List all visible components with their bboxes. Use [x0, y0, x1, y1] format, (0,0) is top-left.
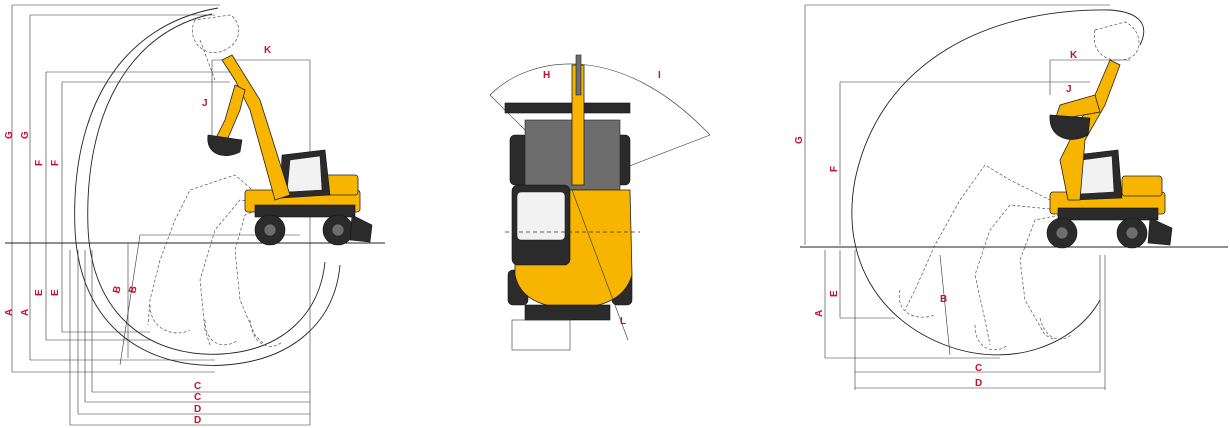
label-A-inner: A	[20, 309, 31, 316]
label-B-outer: B	[111, 285, 123, 295]
reach-arc-inner	[87, 13, 326, 355]
label-E-inner: E	[50, 289, 61, 296]
label-H: H	[543, 70, 550, 81]
label-G-right: G	[794, 136, 805, 144]
label-B-inner: B	[127, 285, 139, 295]
label-F-inner: F	[50, 160, 61, 166]
label-C-right: C	[975, 363, 982, 374]
reach-arc-outer	[74, 7, 341, 366]
right-side-view: G F A E B C D K J	[794, 4, 1228, 390]
label-C-upper: C	[194, 381, 201, 392]
label-A-right: A	[814, 310, 825, 317]
label-D-upper: D	[194, 404, 201, 415]
label-F-right: F	[829, 166, 840, 172]
label-B-right: B	[940, 294, 947, 305]
label-L: L	[620, 316, 626, 327]
label-K-right: K	[1070, 50, 1078, 61]
label-C-lower: C	[194, 392, 201, 403]
label-D-lower: D	[194, 415, 201, 426]
label-E-outer: E	[34, 289, 45, 296]
top-view: H I L	[489, 54, 711, 351]
excavator-left	[207, 54, 373, 246]
left-side-view: G G F F A A E E B B C C D D K J	[4, 4, 385, 426]
label-G-inner: G	[20, 131, 31, 139]
label-J-right: J	[1066, 84, 1072, 95]
label-F-outer: F	[34, 160, 45, 166]
label-J: J	[202, 98, 208, 109]
label-E-right: E	[829, 290, 840, 297]
label-K: K	[264, 45, 272, 56]
label-A-outer: A	[4, 309, 15, 316]
label-G-outer: G	[4, 131, 15, 139]
excavator-right	[1046, 59, 1173, 249]
reach-arc-right	[851, 9, 1111, 356]
label-D-right: D	[975, 378, 982, 389]
label-I: I	[658, 70, 661, 81]
